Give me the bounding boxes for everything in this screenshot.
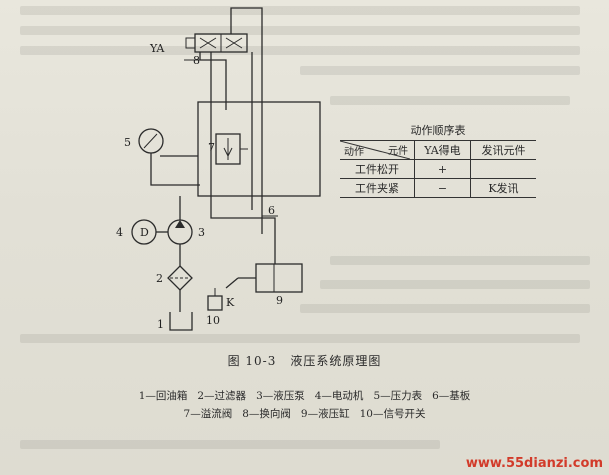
bleed-through-text — [0, 436, 609, 454]
header-action: 动作 — [344, 147, 364, 158]
figure-title: 液压系统原理图 — [290, 354, 382, 368]
diagonal-divider — [340, 141, 410, 159]
bleed-through-text — [0, 2, 609, 20]
legend-item: 10—信号开关 — [359, 408, 426, 420]
relief-valve-7 — [215, 133, 248, 165]
bleed-through-text — [0, 22, 609, 40]
label-4: 4 — [116, 226, 123, 239]
bleed-through-text — [0, 300, 609, 318]
motor-4 — [131, 219, 168, 245]
pipe-to-relief — [199, 52, 227, 110]
table: 元件 动作 YA得电 发讯元件 工件松开 + 工件夹紧 − K发讯 — [340, 140, 536, 198]
legend-item: 8—换向阀 — [242, 408, 291, 420]
bleed-through-text — [0, 42, 609, 60]
filter-2 — [167, 244, 193, 312]
figure-number: 图 10-3 — [227, 354, 277, 368]
table-header-corner: 元件 动作 — [340, 140, 415, 160]
pipe-upper — [230, 7, 263, 234]
bleed-through-text — [0, 92, 609, 110]
row-action: 工件松开 — [340, 159, 415, 179]
label-10: 10 — [206, 314, 220, 327]
table-row: 工件松开 + — [340, 159, 536, 179]
bleed-through-text — [0, 330, 609, 348]
action-sequence-table: 动作顺序表 元件 动作 YA得电 发讯元件 工件松开 + 工件夹紧 — [340, 122, 536, 198]
table-row: 工件夹紧 − K发讯 — [340, 178, 536, 198]
legend-item: 1—回油箱 — [138, 390, 188, 402]
legend-item: 3—液压泵 — [256, 390, 305, 402]
header-signal: 发讯元件 — [469, 140, 536, 160]
watermark: www.55dianzi.com — [465, 456, 603, 471]
component-legend-line-1: 1—回油箱 2—过滤器 3—液压泵 4—电动机 5—压力表 6—基板 — [0, 388, 609, 403]
switch-k-label: K — [226, 296, 235, 309]
bleed-through-text — [0, 276, 609, 294]
figure-caption: 图 10-3 液压系统原理图 — [0, 352, 609, 369]
row-ya: − — [414, 178, 471, 198]
ya-label: YA — [149, 42, 165, 55]
bleed-through-text — [0, 62, 609, 80]
bleed-through-text — [0, 252, 609, 270]
oil-tank-1 — [169, 312, 193, 331]
legend-item: 7—溢流阀 — [183, 408, 233, 420]
table-title: 动作顺序表 — [410, 124, 466, 137]
header-component: 元件 — [388, 146, 408, 157]
label-2: 2 — [156, 272, 163, 285]
header-ya: YA得电 — [414, 140, 471, 160]
legend-item: 5—压力表 — [373, 390, 423, 402]
base-plate-6 — [160, 101, 321, 197]
label-8: 8 — [193, 54, 200, 67]
legend-item: 6—基板 — [432, 390, 471, 402]
legend-item: 4—电动机 — [314, 390, 364, 402]
label-5: 5 — [124, 136, 131, 149]
row-signal — [469, 159, 536, 179]
pump-3 — [167, 196, 193, 245]
label-1: 1 — [157, 318, 164, 331]
pipe-to-cylinder — [210, 52, 276, 264]
row-action: 工件夹紧 — [340, 178, 415, 198]
hydraulic-cylinder-9 — [238, 263, 303, 293]
label-6: 6 — [268, 204, 275, 217]
table-header-row: 元件 动作 YA得电 发讯元件 — [340, 140, 536, 160]
component-legend-line-2: 7—溢流阀 8—换向阀 9—液压缸 10—信号开关 — [0, 406, 609, 421]
row-ya: + — [414, 159, 471, 179]
label-9: 9 — [276, 294, 283, 307]
motor-d-label: D — [140, 226, 149, 239]
legend-item: 9—液压缸 — [300, 408, 350, 420]
signal-switch-10 — [207, 277, 239, 311]
legend-item: 2—过滤器 — [197, 390, 247, 402]
reversing-valve-8 — [185, 33, 248, 53]
label-3: 3 — [198, 226, 205, 239]
label-7: 7 — [208, 141, 215, 154]
row-signal: K发讯 — [469, 178, 536, 198]
pressure-gauge-5 — [138, 128, 200, 186]
